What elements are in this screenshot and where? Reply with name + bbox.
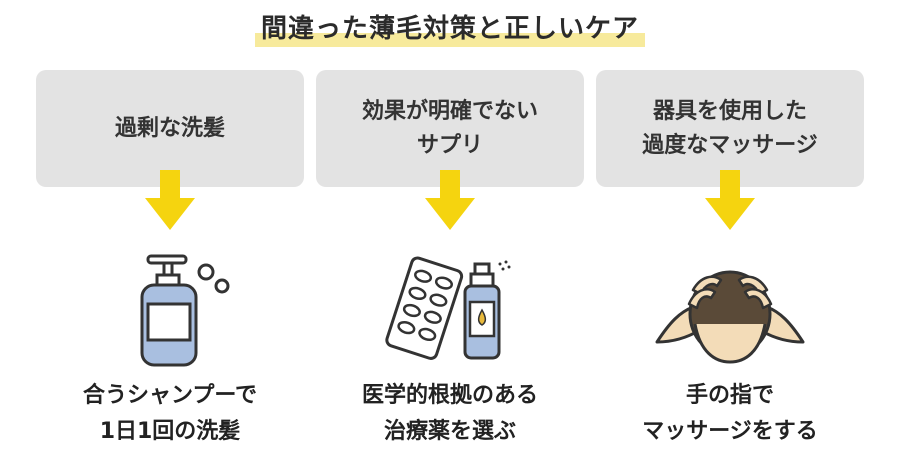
right-method-caption-3: 手の指で マッサージをする bbox=[642, 383, 818, 444]
right-method-caption-1: 合うシャンプーで 1日1回の洗髪 bbox=[82, 383, 258, 444]
down-arrow-icon bbox=[425, 170, 475, 230]
medicine-icon bbox=[385, 256, 511, 360]
wrong-method-box-2: 効果が明確でない サプリ bbox=[316, 70, 584, 187]
wrong-method-label-2: 効果が明確でない サプリ bbox=[361, 98, 538, 158]
title-wrap: 間違った薄毛対策と正しいケア bbox=[0, 8, 900, 47]
down-arrow-icon bbox=[705, 170, 755, 230]
down-arrow-icon bbox=[145, 170, 195, 230]
page-title: 間違った薄毛対策と正しいケア bbox=[254, 8, 646, 47]
wrong-method-label-1: 過剰な洗髪 bbox=[114, 115, 225, 141]
wrong-method-box-1: 過剰な洗髪 bbox=[36, 70, 304, 187]
shampoo-bottle-icon bbox=[140, 254, 230, 367]
head-massage-icon bbox=[655, 270, 805, 364]
wrong-method-box-3: 器具を使用した 過度なマッサージ bbox=[596, 70, 864, 187]
right-method-caption-2: 医学的根拠のある 治療薬を選ぶ bbox=[361, 383, 538, 444]
wrong-method-label-3: 器具を使用した 過度なマッサージ bbox=[642, 98, 818, 158]
